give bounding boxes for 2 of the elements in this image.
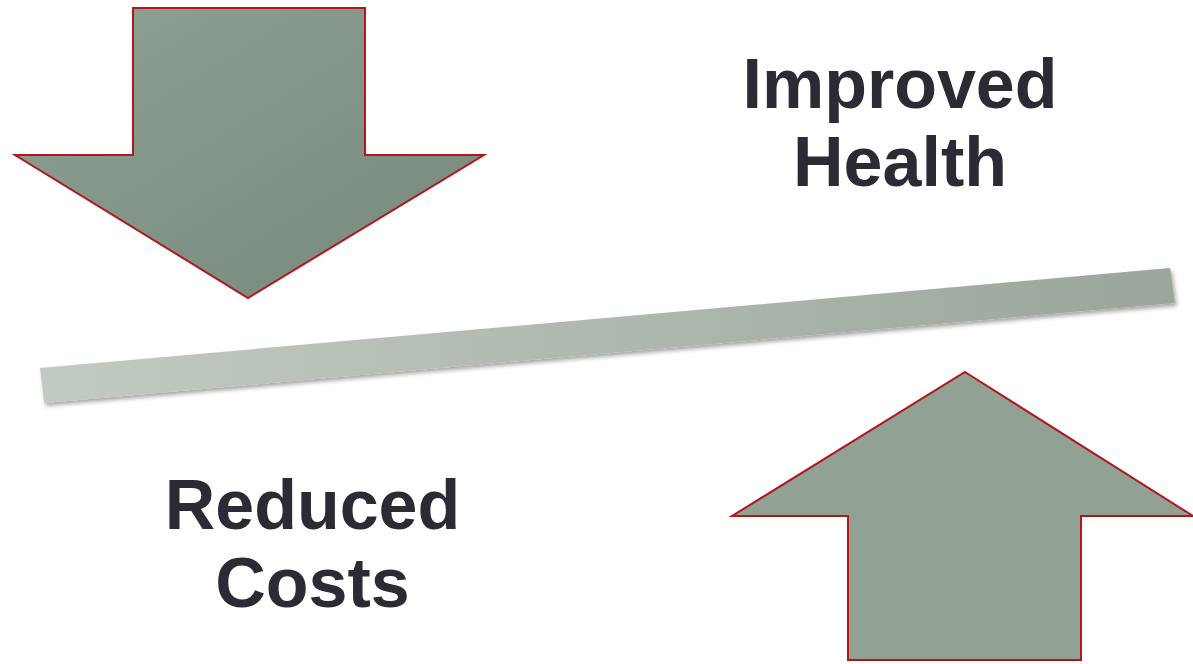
label-text: Reduced Costs: [163, 466, 462, 622]
label-text: Improved Health: [741, 45, 1059, 201]
